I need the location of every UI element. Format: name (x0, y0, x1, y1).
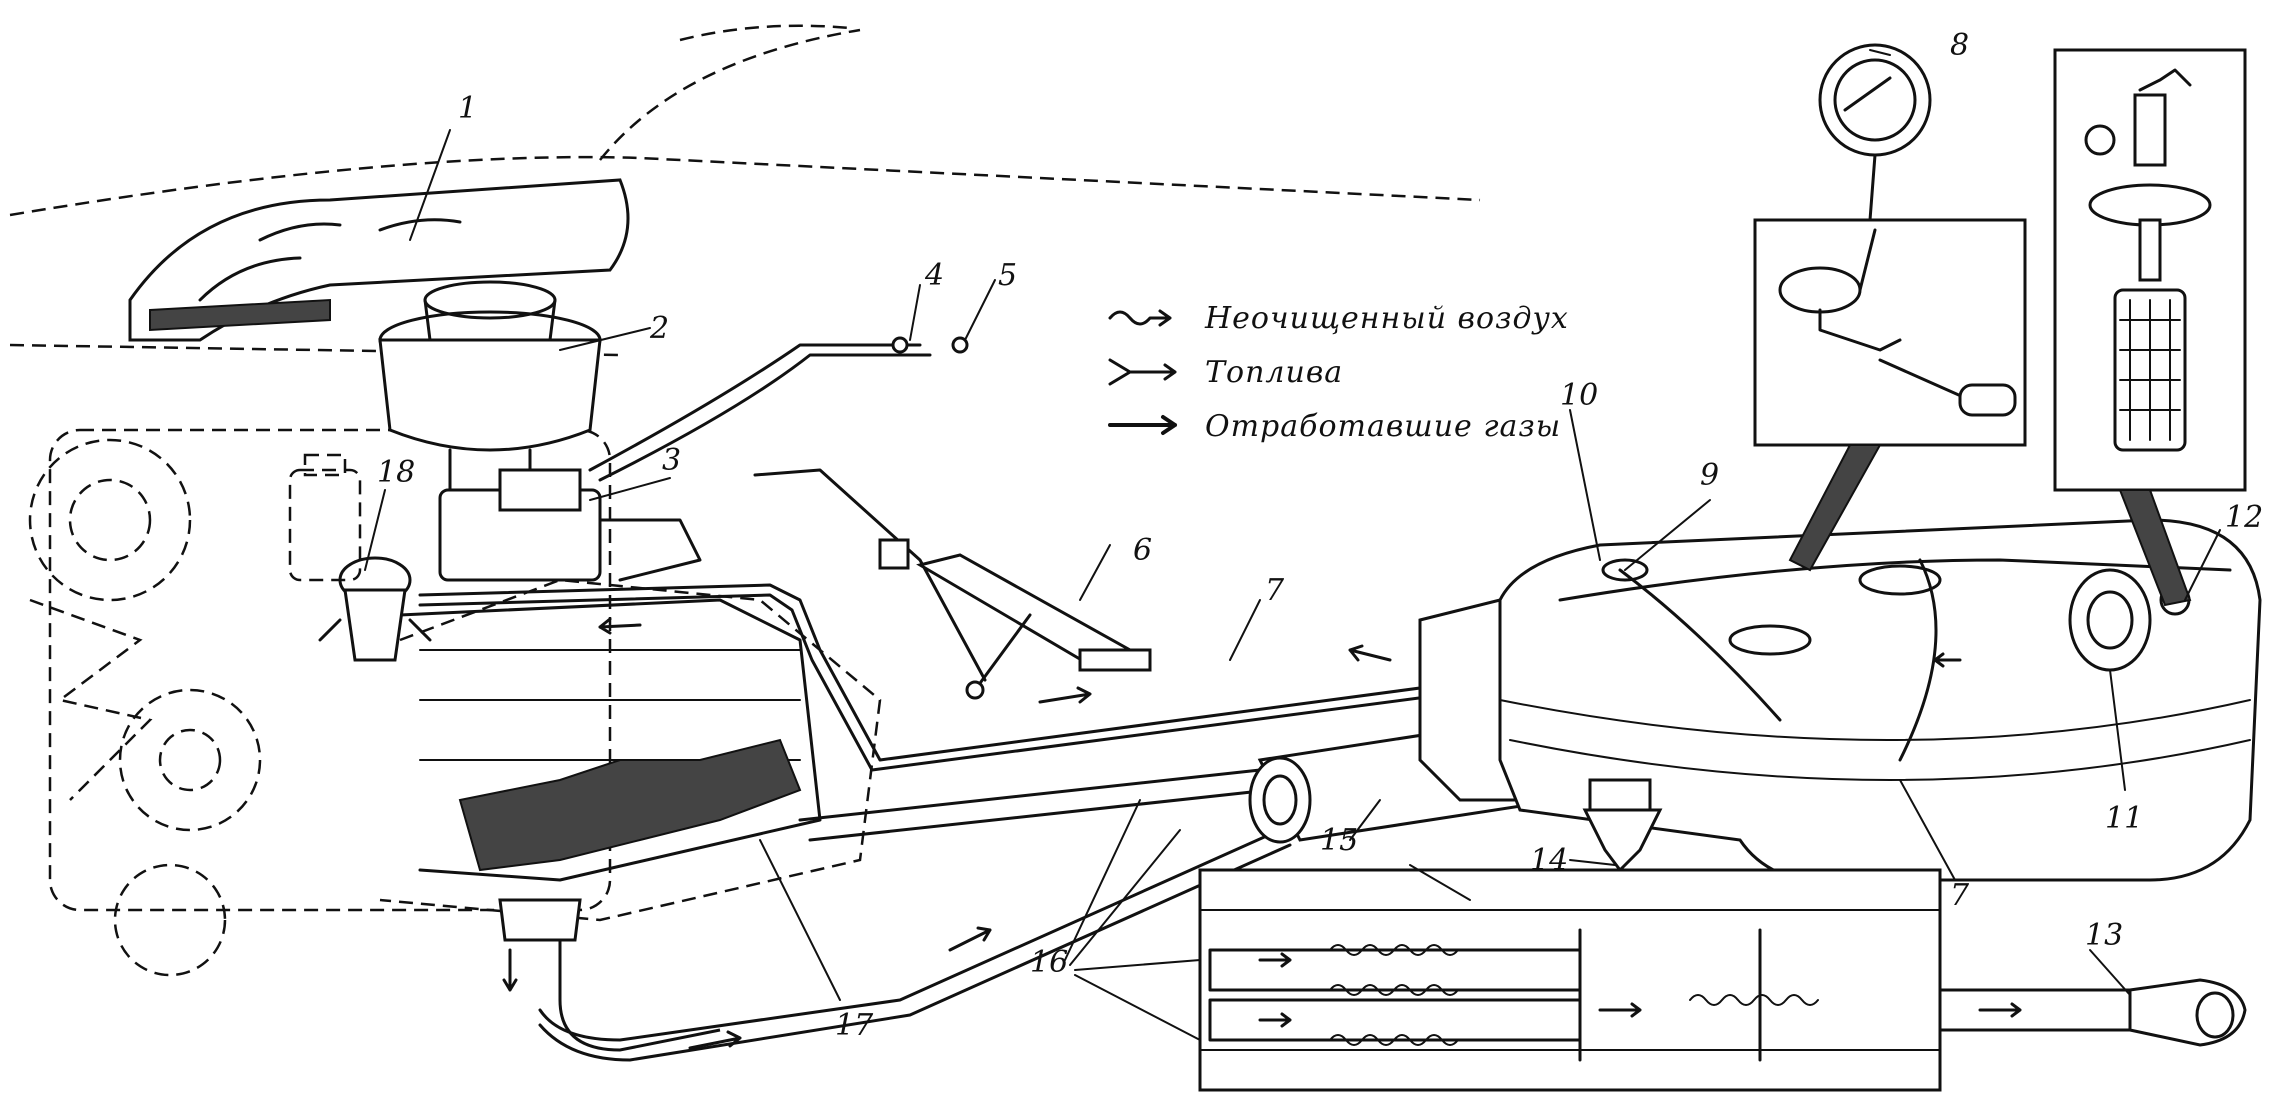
fuel-tank (1418, 518, 2262, 882)
callout-8: 8 (1950, 28, 1969, 63)
solid-arrow-icon (1108, 415, 1177, 435)
callout-18: 18 (377, 455, 415, 490)
legend-label-air: Неочищенный воздух (1204, 301, 1569, 336)
legend-label-fuel: Топлива (1205, 355, 1343, 390)
engine-block (28, 428, 882, 977)
callout-16: 16 (1030, 945, 1068, 980)
callout-12: 12 (2225, 500, 2263, 535)
callout-7b: 7 (1950, 878, 1970, 913)
callout-11: 11 (2105, 801, 2143, 836)
accelerator-pedal (916, 553, 1152, 700)
flow-arrows (502, 617, 1962, 1050)
callout-1: 1 (458, 91, 477, 126)
air-filter (378, 280, 602, 502)
muffler-cutaway (1198, 868, 2247, 1092)
legend: Неочищенный воздух Топлива Отработавшие … (1108, 301, 1569, 444)
legend-item-air: Неочищенный воздух (1108, 301, 1569, 336)
throttle-cable (588, 336, 987, 682)
exhaust-pipes (538, 768, 1292, 1062)
legend-item-fuel: Топлива (1108, 355, 1343, 390)
tank-filter-inset (2053, 48, 2247, 607)
callout-10: 10 (1560, 378, 1598, 413)
callout-7a: 7 (1265, 573, 1285, 608)
callout-13: 13 (2085, 918, 2123, 953)
fuel-sediment-filter (1582, 778, 1663, 873)
callout-4: 4 (924, 258, 944, 293)
oil-bottle (288, 453, 362, 582)
wavy-arrow-icon (1108, 309, 1172, 327)
fuel-gauge (1818, 43, 1932, 242)
carburetor (438, 468, 702, 582)
leader-lines (364, 49, 2221, 1041)
callout-17: 17 (835, 1008, 874, 1043)
air-intake-duct (128, 178, 630, 342)
gauge-sender-inset (1753, 218, 2027, 572)
callout-15: 15 (1320, 823, 1358, 858)
legend-label-exhaust: Отработавшие газы (1205, 409, 1561, 444)
fork-arrow-icon (1108, 358, 1177, 386)
fuel-pump (318, 556, 432, 662)
callout-6: 6 (1133, 533, 1152, 568)
callout-14: 14 (1530, 843, 1568, 878)
callout-3: 3 (662, 443, 681, 478)
exhaust-manifold (458, 738, 802, 1052)
legend-item-exhaust: Отработавшие газы (1108, 409, 1561, 444)
callout-5: 5 (998, 258, 1017, 293)
callout-labels: 1 2 3 4 5 6 7 7 8 9 10 11 12 13 14 15 16… (377, 28, 2263, 1043)
callout-9: 9 (1700, 458, 1719, 493)
callout-2: 2 (649, 311, 669, 346)
